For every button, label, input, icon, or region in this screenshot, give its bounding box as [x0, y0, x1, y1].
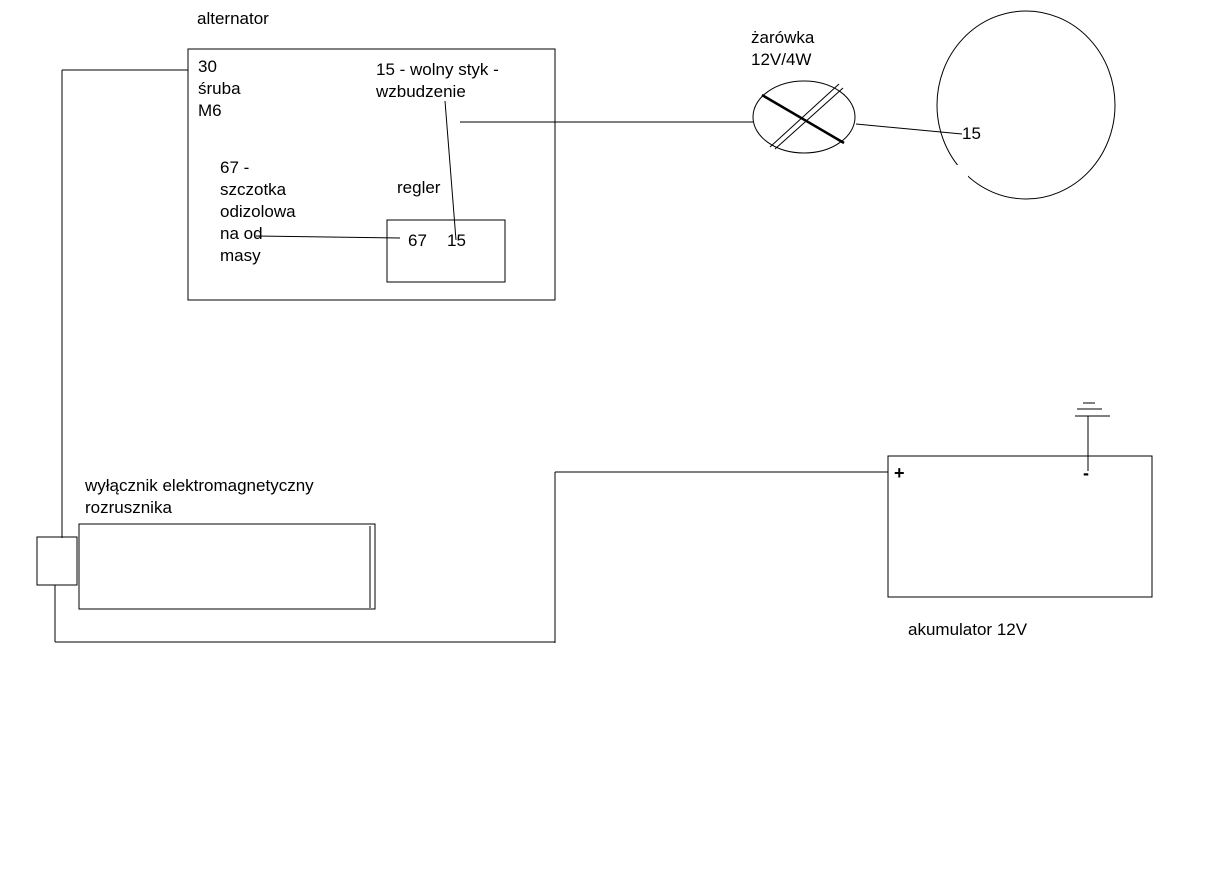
terminal-67-note: 67 - szczotka odizolowa na od masy [220, 158, 296, 265]
circle-arc-gap [953, 165, 968, 180]
bulb-cross-line-1 [761, 93, 845, 145]
regulator-terminal-15: 15 [447, 231, 466, 250]
solenoid-body-box [78, 523, 376, 610]
wire-bulb-to-switch [855, 123, 963, 135]
starter-solenoid-label: wyłącznik elektromagnetyczny rozrusznika [85, 476, 314, 517]
battery-box [887, 455, 1153, 598]
ignition-switch-circle [936, 10, 1116, 200]
ignition-terminal-15: 15 [962, 124, 981, 143]
bulb-circle [752, 80, 856, 154]
regulator-box [386, 219, 506, 283]
leader-15-to-regulator [444, 100, 457, 241]
regulator-terminal-67: 67 [408, 231, 427, 250]
alternator-box [187, 48, 556, 301]
bulb-cross-line-3 [774, 87, 844, 150]
alternator-label: alternator [197, 9, 269, 28]
battery-plus-terminal: + [894, 463, 905, 483]
terminal-15-note: 15 - wolny styk - wzbudzenie [376, 60, 499, 101]
bulb-cross-line-2 [769, 83, 840, 148]
solenoid-terminal-box [36, 536, 78, 586]
terminal-30-note: 30 śruba M6 [198, 57, 241, 120]
battery-minus-terminal: - [1083, 463, 1089, 483]
battery-label: akumulator 12V [908, 620, 1028, 639]
leader-67-to-regulator [255, 235, 401, 239]
bulb-label: żarówka 12V/4W [751, 28, 815, 69]
regulator-label: regler [397, 178, 441, 197]
